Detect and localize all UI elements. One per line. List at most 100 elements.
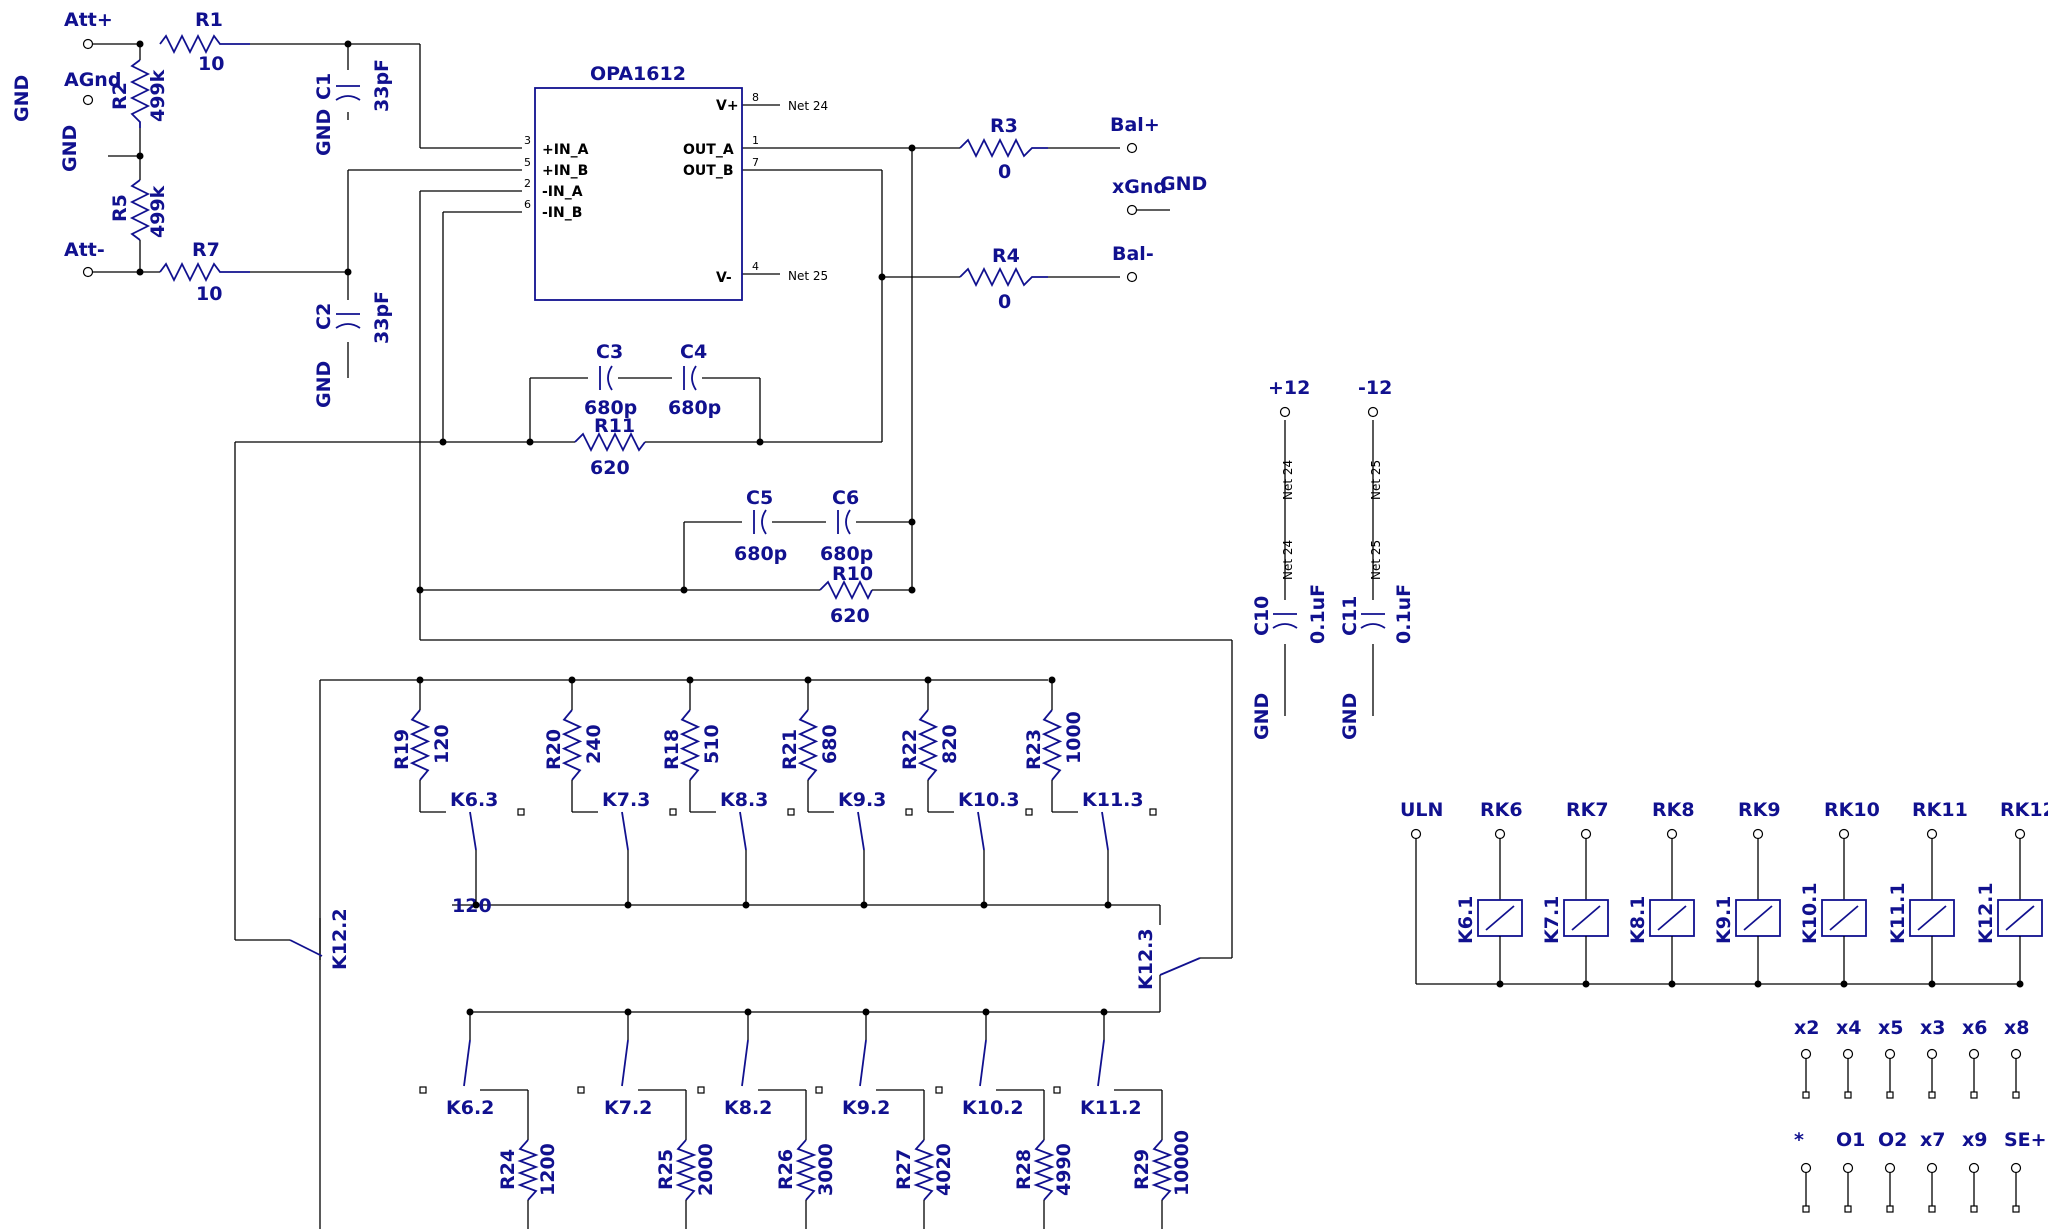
port-agnd[interactable]: AGnd [64, 69, 121, 106]
port-att-plus[interactable]: Att+ [64, 9, 113, 50]
relay-coil[interactable]: RK12K12.1 [1975, 799, 2048, 988]
port-att-minus[interactable]: Att- [64, 239, 105, 278]
connector-pin[interactable]: O2 [1878, 1129, 1907, 1213]
port-uln[interactable]: ULN [1400, 799, 1443, 840]
resistor-name: R18 [661, 729, 683, 770]
resistor-name: R28 [1013, 1149, 1035, 1190]
svg-text:0.1uF: 0.1uF [1393, 584, 1415, 644]
capacitor-c3[interactable]: C3 680p [584, 341, 637, 419]
resistor-value: 3000 [815, 1143, 837, 1196]
capacitor-c4[interactable]: C4 680p [668, 341, 721, 419]
connector-pin[interactable]: x3 [1920, 1017, 1945, 1099]
connector-label: x2 [1794, 1017, 1819, 1039]
svg-text:-IN_A: -IN_A [542, 184, 583, 200]
connector-pin[interactable]: O1 [1836, 1129, 1865, 1213]
connector-label: x5 [1878, 1017, 1903, 1039]
svg-text:GND: GND [313, 109, 335, 156]
connector-label: x8 [2004, 1017, 2029, 1039]
connector-pin[interactable]: x5 [1878, 1017, 1903, 1099]
resistor-r7[interactable]: R7 10 [159, 239, 250, 305]
resistor-value: 10000 [1171, 1130, 1193, 1196]
connector-label: x4 [1836, 1017, 1861, 1039]
resistor-r1[interactable]: R1 10 [159, 9, 250, 75]
svg-text:R1: R1 [195, 9, 223, 31]
relay-header-label: RK6 [1480, 799, 1523, 821]
port-plus12[interactable]: +12 Net 24 Net 24 [1268, 377, 1310, 580]
resistor-r5[interactable]: R5 499k [109, 179, 169, 241]
wires [88, 43, 2020, 1229]
svg-text:Net 25: Net 25 [788, 269, 828, 283]
port-minus12[interactable]: -12 Net 25 Net 25 [1358, 377, 1392, 580]
svg-text:xGnd: xGnd [1112, 176, 1167, 198]
port-bal-plus[interactable]: Bal+ [1110, 114, 1160, 154]
connector-pin[interactable]: x4 [1836, 1017, 1861, 1099]
capacitor-c6[interactable]: C6 680p [820, 487, 873, 565]
relay-coil-label: K12.1 [1975, 882, 1997, 944]
relay-switch-k12-2[interactable]: K12.2 [289, 908, 351, 970]
connector-pin[interactable]: x6 [1962, 1017, 1987, 1099]
capacitor-c5[interactable]: C5 680p [734, 487, 787, 565]
relay-header-label: RK9 [1738, 799, 1781, 821]
svg-text:6: 6 [524, 198, 531, 211]
connector-pin[interactable]: x9 [1962, 1129, 1987, 1213]
svg-text:C11: C11 [1339, 596, 1361, 636]
relay-header-label: RK12 [2000, 799, 2048, 821]
capacitor-c1[interactable]: C1 33pF [313, 59, 393, 112]
relay-switch-k12-3[interactable]: K12.3 [1135, 928, 1201, 990]
relay-header-label: RK11 [1912, 799, 1968, 821]
resistor-name: R23 [1023, 729, 1045, 770]
resistor-value: 510 [701, 724, 723, 764]
connector-pin[interactable]: x8 [2004, 1017, 2029, 1099]
resistor-r4[interactable]: R4 0 [959, 245, 1048, 313]
connector-pin[interactable]: * [1794, 1129, 1812, 1213]
resistor-value: 1200 [537, 1143, 559, 1196]
resistor-name: R29 [1131, 1149, 1153, 1190]
resistor-r10[interactable]: R10 620 [819, 563, 873, 627]
relay-contact-label: K10.3 [958, 789, 1020, 811]
relay-header-label: RK7 [1566, 799, 1609, 821]
svg-text:Att+: Att+ [64, 9, 113, 31]
port-bal-minus[interactable]: Bal- [1112, 243, 1154, 283]
svg-text:10: 10 [196, 283, 222, 305]
capacitor-c10[interactable]: C10 0.1uF [1251, 584, 1329, 644]
svg-text:+IN_B: +IN_B [542, 163, 588, 179]
resistor-r3[interactable]: R3 0 [959, 115, 1048, 183]
connector-label: x9 [1962, 1129, 1987, 1151]
connector-pin[interactable]: SE+ [2004, 1129, 2047, 1213]
resistor-r11[interactable]: R11 620 [574, 415, 646, 479]
connector-pin[interactable]: x7 [1920, 1129, 1945, 1213]
svg-text:Net 24: Net 24 [788, 99, 828, 113]
svg-text:GND: GND [1251, 693, 1273, 740]
capacitor-c11[interactable]: C11 0.1uF [1339, 584, 1415, 644]
resistor-r2[interactable]: R2 499k [109, 59, 169, 128]
port-xgnd[interactable]: xGnd GND [1112, 173, 1207, 216]
connector-pin[interactable]: x2 [1794, 1017, 1819, 1099]
svg-text:AGnd: AGnd [64, 69, 121, 91]
opamp-opa1612[interactable]: OPA1612 +IN_A +IN_B -IN_A -IN_B 3 5 2 6 … [524, 63, 828, 301]
relay-contact-label: K7.3 [602, 789, 650, 811]
capacitor-c2[interactable]: C2 33pF [313, 291, 393, 344]
relay-contact-label: K11.3 [1082, 789, 1144, 811]
